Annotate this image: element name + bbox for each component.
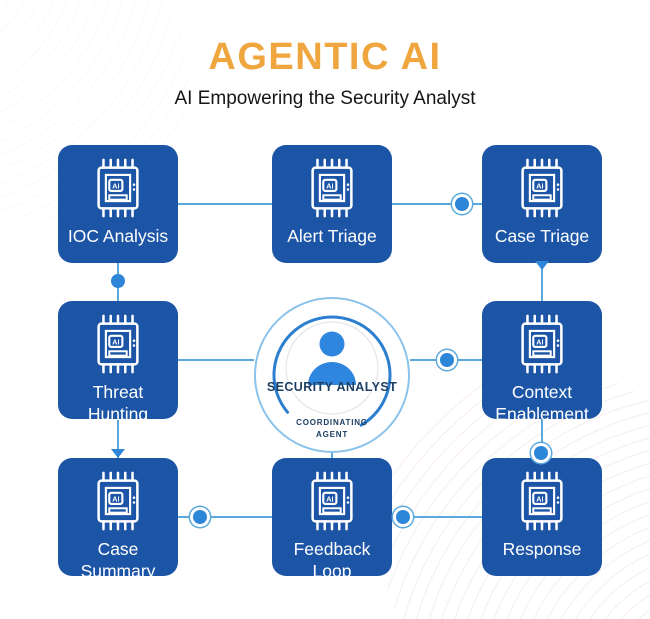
hub-circle-graphic (254, 297, 410, 453)
node-ioc-analysis: IOC Analysis (58, 145, 178, 263)
connector-dot (534, 446, 548, 460)
node-response: Response (482, 458, 602, 576)
ai-chip-icon (511, 157, 573, 219)
connector-ioc-alert (178, 203, 272, 205)
ai-chip-icon (87, 313, 149, 375)
ai-chip-icon (301, 157, 363, 219)
person-icon (308, 331, 356, 385)
node-case-triage: Case Triage (482, 145, 602, 263)
node-label: Case Triage (494, 226, 590, 246)
connector-casetriage-context (541, 263, 543, 301)
connector-casesummary-feedback (178, 516, 272, 518)
connector-dot (440, 353, 454, 367)
connector-dot (455, 197, 469, 211)
arrow-down-icon (111, 449, 125, 458)
connector-dot (396, 510, 410, 524)
connector-dot (193, 510, 207, 524)
hub-label: SECURITY ANALYST (266, 380, 398, 394)
arrow-down-icon (535, 261, 549, 270)
hub-sublabel: COORDINATING AGENT (296, 418, 368, 439)
node-label: IOC Analysis (67, 226, 169, 246)
connector-dot (111, 274, 125, 288)
ai-chip-icon (87, 470, 149, 532)
node-label: Alert Triage (287, 226, 377, 246)
ai-chip-icon (511, 470, 573, 532)
connector-threat-hub (178, 359, 254, 361)
page-subtitle: AI Empowering the Security Analyst (174, 88, 476, 109)
node-alert-triage: Alert Triage (272, 145, 392, 263)
connector-context-response (541, 419, 543, 458)
connector-alert-casetriage (392, 203, 482, 205)
security-analyst-hub: SECURITY ANALYST COORDINATING AGENT (253, 296, 411, 454)
page-title: AGENTIC AI (208, 36, 442, 78)
ai-chip-icon (301, 470, 363, 532)
node-label: Response (502, 539, 582, 559)
ai-chip-icon (87, 157, 149, 219)
connector-feedback-response (392, 516, 482, 518)
connector-threat-casesummary (117, 419, 119, 458)
ai-chip-icon (511, 313, 573, 375)
